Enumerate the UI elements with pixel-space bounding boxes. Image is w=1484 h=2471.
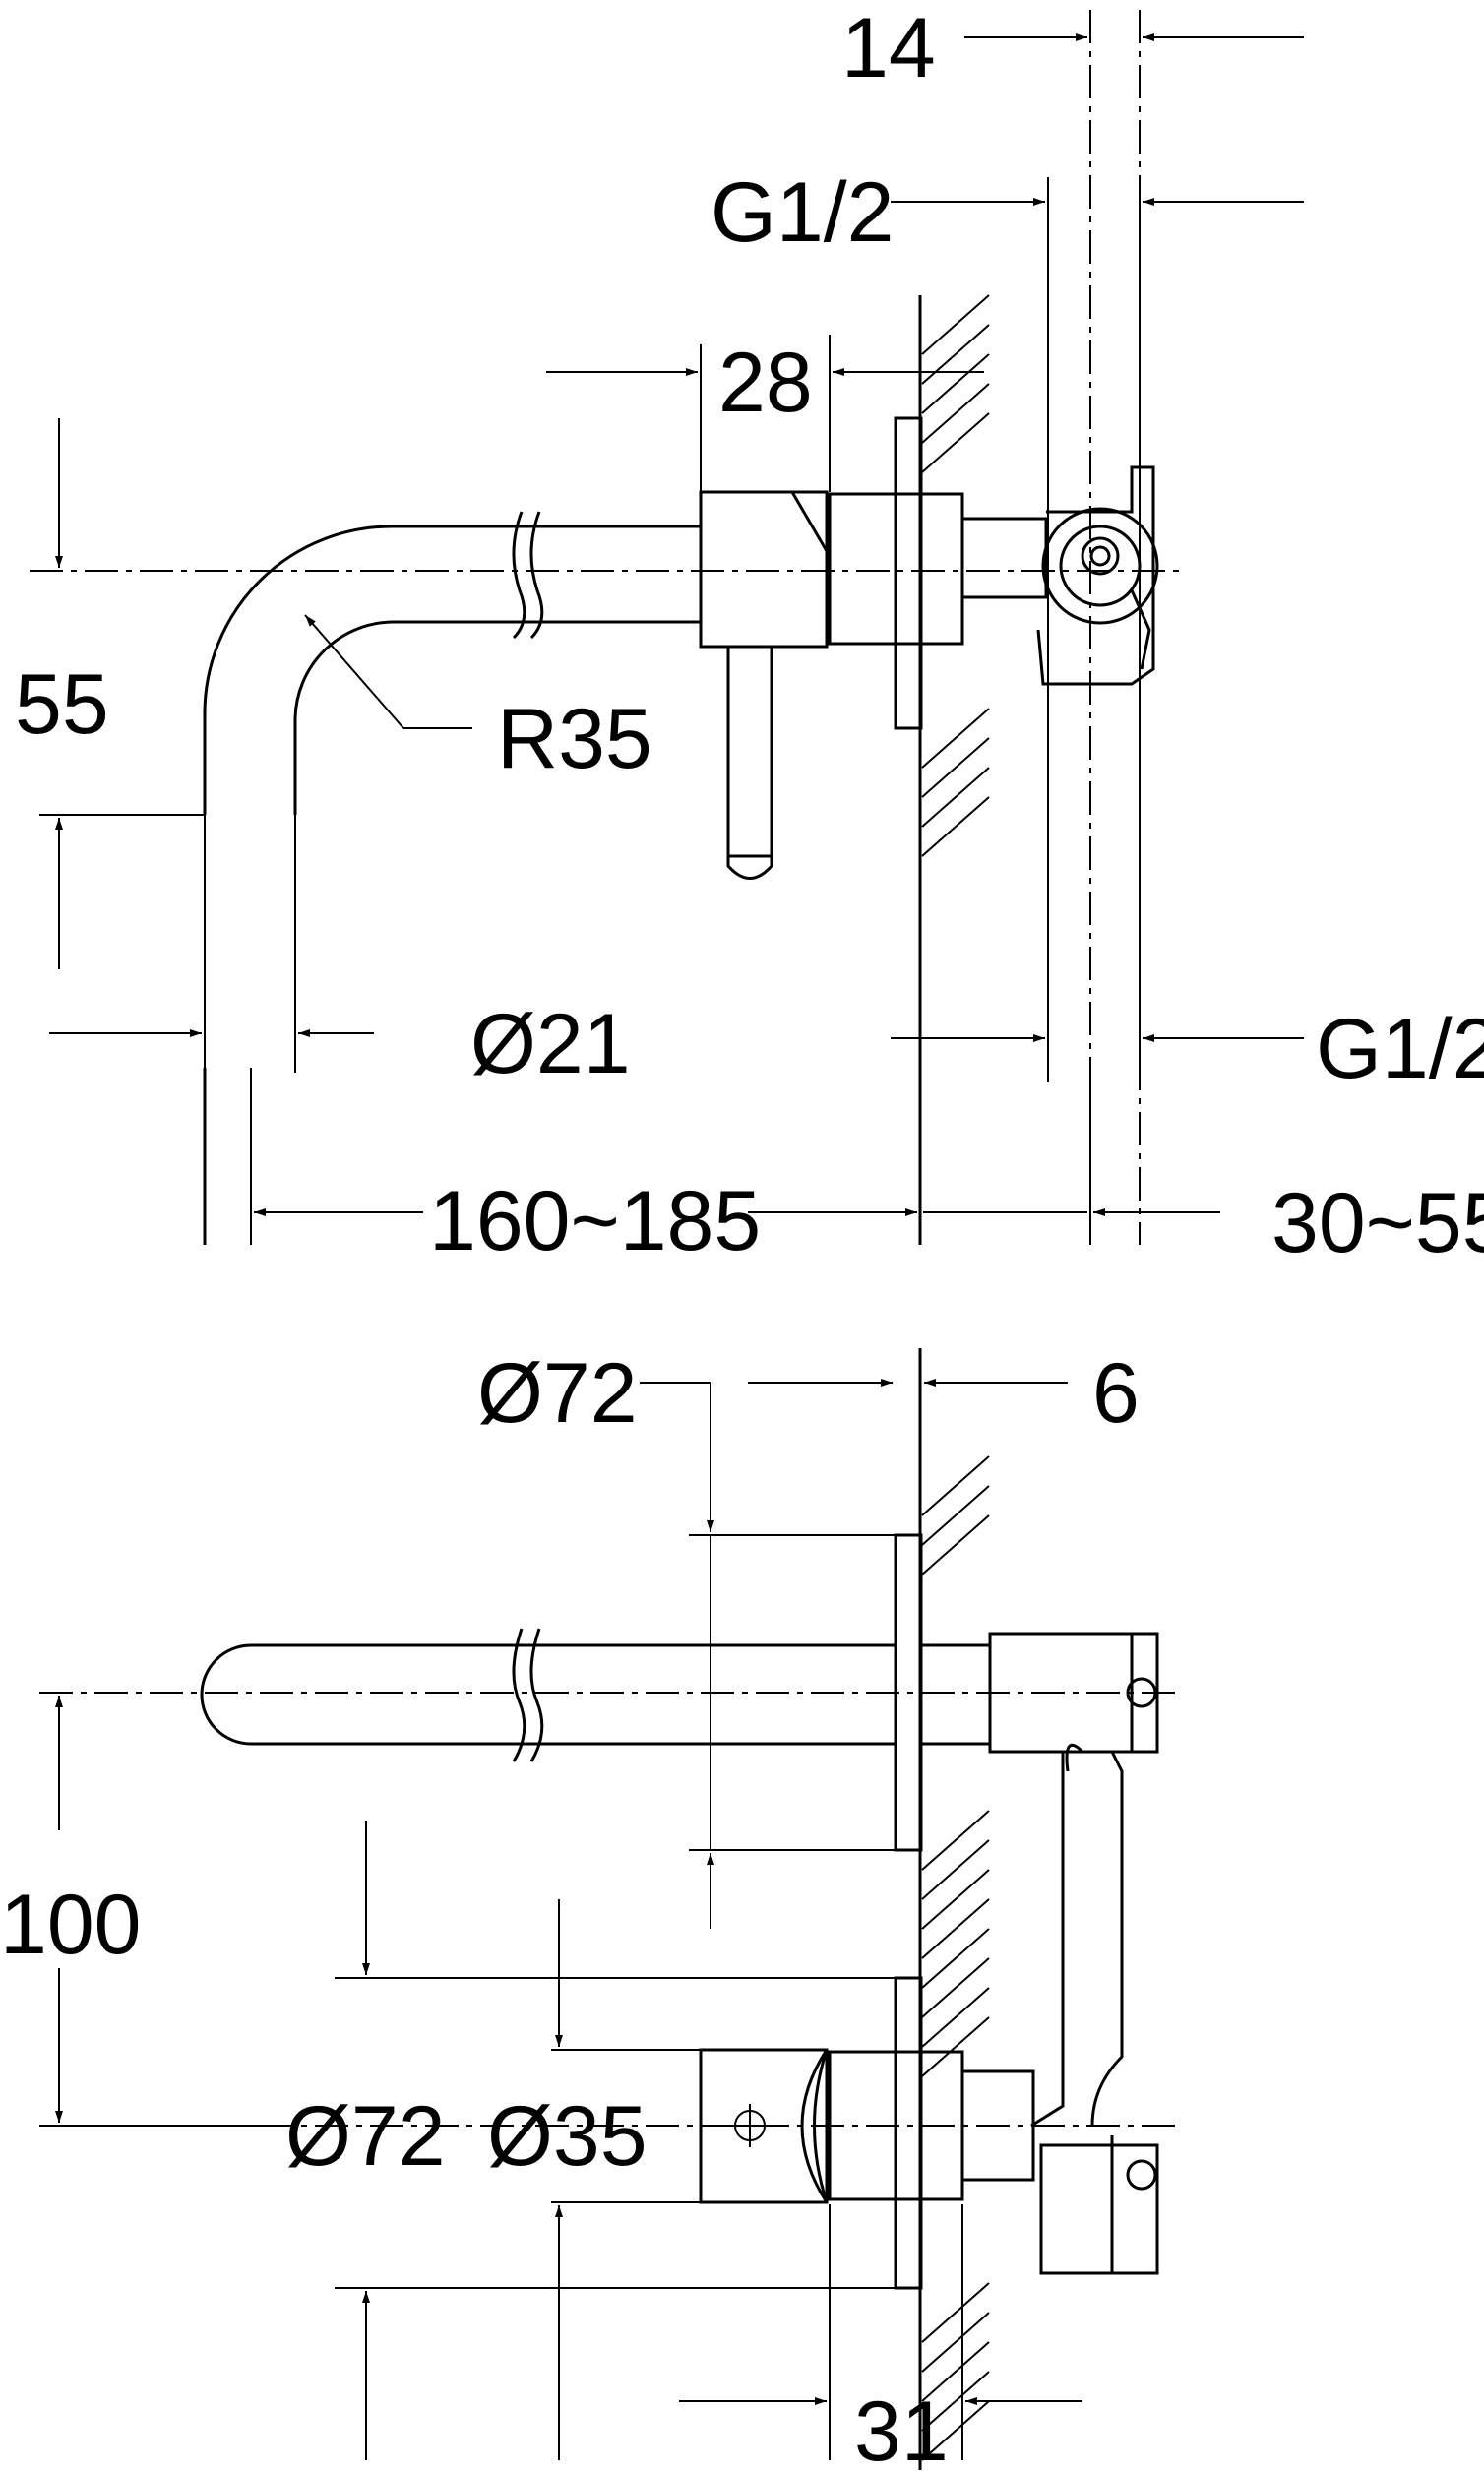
inwall-box-top: [1036, 465, 1159, 686]
extension-lines-top: [39, 177, 1141, 1245]
dimension-d35: Ø35: [487, 1899, 648, 2460]
dim-160-185-label: 160~185: [429, 1174, 761, 1268]
inwall-body-front: [988, 1632, 1159, 2275]
dimension-d21: Ø21: [49, 997, 631, 1091]
dimension-28: 28: [546, 336, 984, 430]
dim-d72-bottom-label: Ø72: [285, 2089, 446, 2184]
dimension-g12-bottom: G1/2: [891, 1002, 1484, 1096]
dim-14-label: 14: [841, 1, 936, 95]
wall-front: [918, 1348, 990, 2470]
dim-r35-label: R35: [497, 692, 652, 786]
dim-30-55-label: 30~55: [1271, 1176, 1484, 1270]
dim-g12-top-label: G1/2: [711, 165, 894, 260]
dimension-100: 100: [0, 1696, 142, 2123]
dim-d72-top-label: Ø72: [477, 1346, 638, 1441]
dimension-6: 6: [748, 1346, 1140, 1441]
dim-d21-label: Ø21: [470, 997, 631, 1091]
dimension-160-185: 160~185: [254, 1174, 917, 1268]
front-view: Ø72 6 100 Ø72 Ø35 31: [0, 1346, 1181, 2471]
dim-100-label: 100: [0, 1878, 142, 1972]
dimension-d72-bottom: Ø72: [59, 1821, 446, 2460]
dim-g12-bottom-label: G1/2: [1316, 1002, 1484, 1096]
escutcheons-front: [894, 1533, 923, 2290]
dimension-14: 14: [841, 1, 1304, 95]
dim-31-label: 31: [854, 2384, 949, 2471]
spout-top: [203, 511, 701, 1245]
dim-d35-label: Ø35: [487, 2089, 648, 2184]
dimension-55: 55: [15, 418, 109, 969]
top-view: 14 G1/2 28 55 R35 Ø21: [15, 1, 1484, 1270]
spout-front: [200, 1628, 992, 1762]
dim-55-label: 55: [15, 657, 109, 752]
dimension-r35: R35: [304, 614, 652, 786]
dimension-31: 31: [679, 2384, 1082, 2471]
mixer-body-top: [699, 416, 1048, 880]
dim-6-label: 6: [1092, 1346, 1140, 1441]
dimension-30-55: 30~55: [923, 1176, 1484, 1270]
centerlines-front: [39, 1348, 1181, 2470]
extension-lines-front: [335, 1534, 963, 2460]
dimension-d72-top: Ø72: [477, 1346, 714, 1929]
dim-28-label: 28: [718, 336, 813, 430]
wall-top: [918, 294, 990, 1245]
dimension-g12-top: G1/2: [711, 165, 1304, 260]
